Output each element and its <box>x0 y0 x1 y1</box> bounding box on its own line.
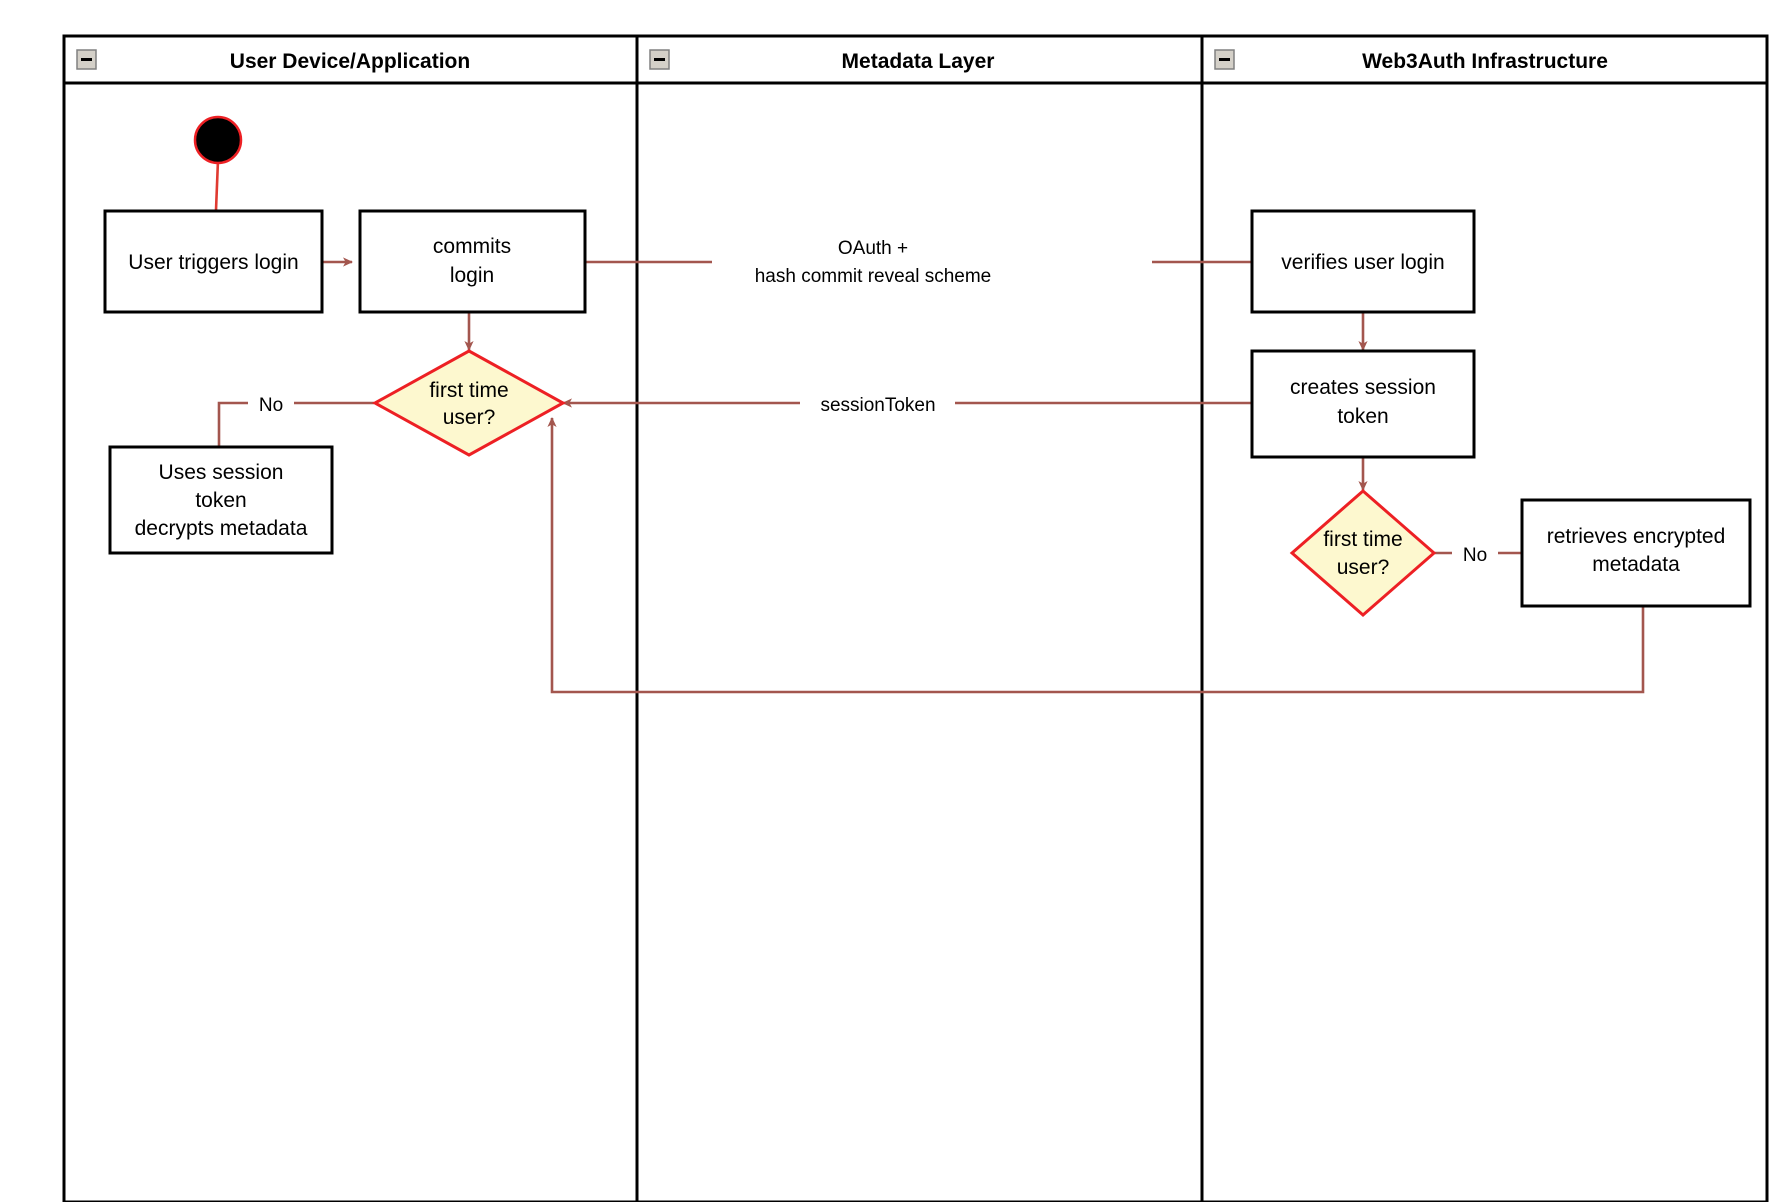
lane-title-metadata: Metadata Layer <box>842 50 995 73</box>
decision-label-line1: first time <box>1323 528 1402 551</box>
activity-retrieves-encrypted-metadata[interactable]: retrieves encrypted metadata <box>1520 498 1752 608</box>
activity-label-line2: metadata <box>1592 553 1680 576</box>
activity-label: User triggers login <box>128 251 298 274</box>
activity-label-line1: commits <box>433 235 511 258</box>
edge-label-oauth-line2: hash commit reveal scheme <box>755 266 992 287</box>
decision-label-line2: user? <box>443 406 496 429</box>
lane-header-user-device <box>62 34 639 85</box>
activity-label-line2: token <box>195 489 246 512</box>
lane-title-web3auth: Web3Auth Infrastructure <box>1362 50 1608 73</box>
minus-icon[interactable] <box>1214 49 1235 70</box>
lane-header-metadata <box>635 34 1204 85</box>
activity-label-line1: retrieves encrypted <box>1547 525 1726 548</box>
activity-user-triggers-login[interactable]: User triggers login <box>103 209 324 314</box>
edge-label-no-left-text: No <box>259 395 283 416</box>
lane-title-user-device: User Device/Application <box>230 50 470 73</box>
activity-label-line3: decrypts metadata <box>135 517 308 540</box>
activity-label-line2: token <box>1337 405 1388 428</box>
edge-label-oauth: OAuth + hash commit reveal scheme <box>712 232 1152 288</box>
activity-creates-session-token[interactable]: creates session token <box>1250 349 1476 459</box>
decision-label-line1: first time <box>429 379 508 402</box>
flow-decision-left-no-to-uses-session <box>217 401 374 447</box>
activity-label-line2: login <box>450 264 494 287</box>
minus-icon[interactable] <box>76 49 97 70</box>
lane-body-metadata <box>635 34 1204 1202</box>
edge-label-oauth-line1: OAuth + <box>838 238 908 259</box>
lane-header-web3auth <box>1200 34 1769 85</box>
decision-first-time-user-right[interactable]: first time user? <box>1289 489 1437 617</box>
start-node[interactable] <box>193 115 243 165</box>
decision-first-time-user-left[interactable]: first time user? <box>371 349 567 457</box>
flow-start-to-user-triggers-login <box>214 159 220 211</box>
edge-label-session-token: sessionToken <box>800 385 955 417</box>
decision-label-line2: user? <box>1337 556 1390 579</box>
lane-metadata[interactable]: Metadata Layer <box>635 34 1204 1202</box>
activity-label-line1: Uses session <box>159 461 284 484</box>
activity-verifies-user-login[interactable]: verifies user login <box>1250 209 1476 314</box>
edge-label-no-right: No <box>1452 538 1498 568</box>
activity-label-line1: creates session <box>1290 376 1436 399</box>
edge-label-no-left: No <box>248 388 294 418</box>
activity-label: verifies user login <box>1281 251 1444 274</box>
activity-uses-session-token[interactable]: Uses session token decrypts metadata <box>108 445 334 555</box>
flow-retrieves-back-to-decision-left <box>547 417 1645 694</box>
edge-label-session-token-text: sessionToken <box>820 395 935 416</box>
minus-icon[interactable] <box>649 49 670 70</box>
activity-commits-login[interactable]: commits login <box>358 209 587 314</box>
edge-label-no-right-text: No <box>1463 545 1487 566</box>
